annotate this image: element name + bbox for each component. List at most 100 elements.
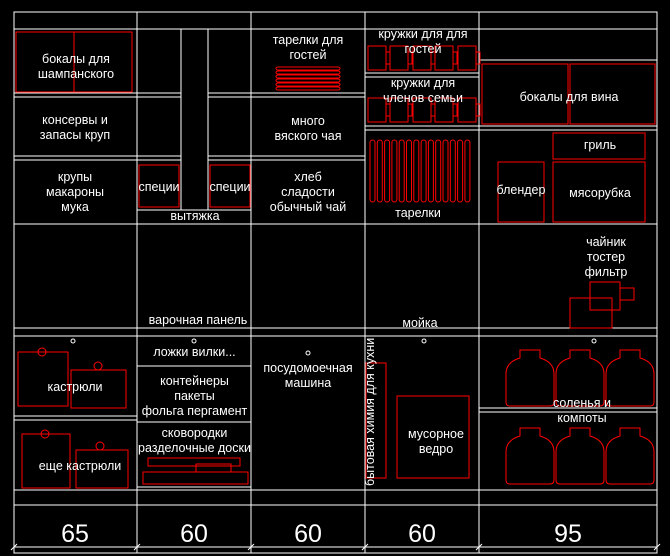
label-grill: гриль xyxy=(583,138,617,152)
label-grains: крупы макароны мука xyxy=(45,170,105,214)
family-mug-handle xyxy=(476,103,481,117)
label-champagne-glasses: бокалы для шампанского xyxy=(37,52,115,81)
dimension-tick xyxy=(247,543,255,551)
spice-box xyxy=(138,164,180,208)
cabinet-handle xyxy=(421,338,427,344)
pickle-jar xyxy=(605,427,655,485)
vertical-plate xyxy=(369,139,376,203)
dimension-tick xyxy=(10,543,18,551)
pickle-jar xyxy=(505,427,555,485)
cabinet-handle xyxy=(70,338,76,344)
label-pans: сковородки разделочные доски xyxy=(138,426,251,455)
label-appliances: чайник тостер фильтр xyxy=(584,235,628,279)
label-canned-goods: консервы и запасы круп xyxy=(39,113,111,142)
guest-mug-handle xyxy=(453,51,458,65)
guest-mug xyxy=(389,45,409,71)
vertical-plate xyxy=(427,139,434,203)
guest-mug-handle xyxy=(476,51,481,65)
label-trash-bin: мусорное ведро xyxy=(408,427,464,456)
pan xyxy=(147,457,241,467)
family-mug-handle xyxy=(453,103,458,117)
trash-bin xyxy=(396,395,470,479)
label-plates: тарелки xyxy=(395,206,441,220)
dimension-tick xyxy=(361,543,369,551)
label-bread: хлеб сладости обычный чай xyxy=(269,170,347,214)
label-pickles: соленья и компоты xyxy=(553,396,611,425)
pot xyxy=(17,351,69,407)
guest-mug xyxy=(434,45,454,71)
grill-box xyxy=(552,132,646,160)
family-mug xyxy=(412,97,432,123)
label-cutlery: ложки вилки... xyxy=(153,345,236,359)
vertical-plate xyxy=(442,139,449,203)
label-cooktop: варочная панель xyxy=(148,313,248,327)
family-mug xyxy=(389,97,409,123)
guest-plate xyxy=(275,66,341,71)
family-mug xyxy=(457,97,477,123)
vertical-plate xyxy=(384,139,391,203)
dimension-module-5: 95 xyxy=(554,520,582,548)
vertical-plate xyxy=(464,139,471,203)
vertical-plate xyxy=(420,139,427,203)
label-tea: много вяского чая xyxy=(274,114,342,143)
pot-lid-knob xyxy=(93,361,103,371)
label-blender: блендер xyxy=(496,183,546,197)
guest-mug xyxy=(457,45,477,71)
wine-glass-box xyxy=(481,63,569,125)
pot-lid-knob xyxy=(95,441,105,451)
champagne-glass-box xyxy=(73,31,133,93)
vertical-plate xyxy=(413,139,420,203)
label-household-chemicals: бытовая химия для кухни xyxy=(363,337,377,486)
label-sink: мойка xyxy=(402,316,438,330)
guest-plate xyxy=(275,70,341,75)
family-mug xyxy=(434,97,454,123)
pickle-jar xyxy=(555,349,605,407)
vertical-plate xyxy=(391,139,398,203)
cutting-board xyxy=(142,471,249,485)
pot-lid-knob xyxy=(40,429,50,439)
pan xyxy=(195,463,232,473)
cabinet-handle xyxy=(591,338,597,344)
spice-box xyxy=(209,164,251,208)
meat-grinder-box xyxy=(552,161,646,223)
vertical-plate xyxy=(435,139,442,203)
label-containers: контейнеры пакеты фольга пергамент xyxy=(141,374,248,418)
chemicals-box xyxy=(365,362,387,479)
guest-plate xyxy=(275,78,341,83)
pickle-jar xyxy=(555,427,605,485)
dimension-tick xyxy=(475,543,483,551)
family-mug-handle xyxy=(408,103,413,117)
guest-plate xyxy=(275,74,341,79)
guest-mug xyxy=(412,45,432,71)
pot xyxy=(21,433,71,489)
dimension-module-2: 60 xyxy=(180,520,208,548)
pickle-jar xyxy=(605,349,655,407)
cabinet-handle xyxy=(191,338,197,344)
cabinet-handle xyxy=(305,350,311,356)
label-dishwasher: посудомоечная машина xyxy=(263,361,353,390)
guest-mug-handle xyxy=(408,51,413,65)
guest-plate xyxy=(275,86,341,91)
dimension-module-1: 65 xyxy=(61,520,89,548)
vertical-plate xyxy=(457,139,464,203)
label-hood: вытяжка xyxy=(170,209,220,223)
label-family-mugs: кружки для членов семьи xyxy=(382,76,464,105)
vertical-plate xyxy=(449,139,456,203)
label-meat-grinder: мясорубка xyxy=(569,186,631,200)
pickle-jar xyxy=(505,349,555,407)
guest-mug xyxy=(367,45,387,71)
label-more-pots: еще кастрюли xyxy=(38,459,122,473)
dimension-tick xyxy=(653,543,661,551)
wine-glass-box xyxy=(569,63,656,125)
guest-plate xyxy=(275,82,341,87)
label-spices-right: специи xyxy=(209,180,251,194)
dimension-module-3: 60 xyxy=(294,520,322,548)
pot-lid-knob xyxy=(37,347,47,357)
vertical-plate xyxy=(376,139,383,203)
blender-box xyxy=(497,161,545,223)
label-spices-left: специи xyxy=(138,180,180,194)
label-guest-mugs: кружки для для гостей xyxy=(378,27,468,56)
kettle-shape xyxy=(589,281,635,311)
